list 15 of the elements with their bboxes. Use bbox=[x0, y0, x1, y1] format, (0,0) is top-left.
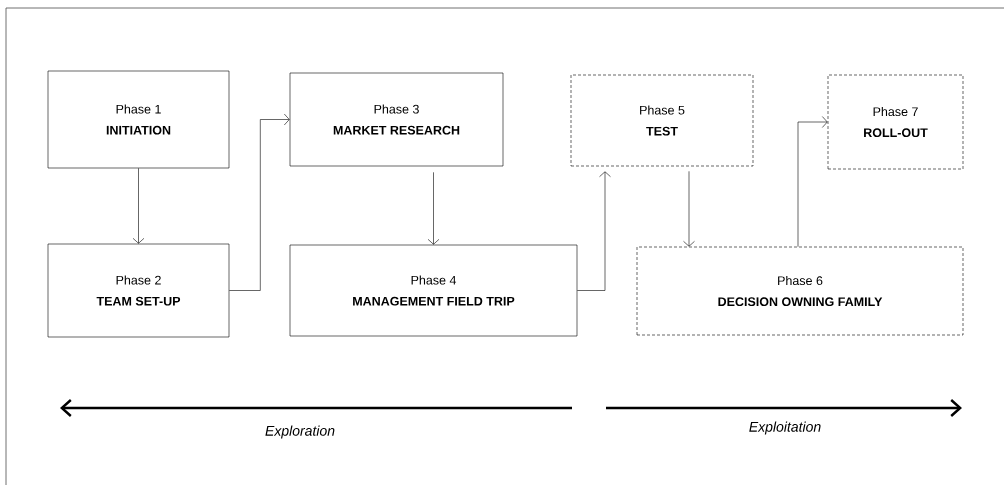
arrow bbox=[229, 113, 290, 291]
phase-label: Exploitation bbox=[749, 421, 821, 435]
phase-box: Phase 7 ROLL-OUT bbox=[827, 74, 964, 170]
arrow bbox=[797, 116, 828, 247]
phase-box: Phase 6 DECISION OWNING FAMILY bbox=[636, 246, 964, 336]
arrow bbox=[577, 171, 611, 291]
phase-box: Phase 2 TEAM SET-UP bbox=[47, 243, 230, 338]
phase-box: Phase 3 MARKET RESEARCH bbox=[289, 72, 504, 167]
phase-box: Phase 5 TEST bbox=[570, 74, 754, 167]
phase-box: Phase 4 MANAGEMENT FIELD TRIP bbox=[289, 244, 578, 337]
arrow bbox=[132, 168, 145, 244]
phase-label: Exploration bbox=[265, 425, 335, 439]
arrow bbox=[427, 172, 440, 245]
arrow bbox=[683, 171, 695, 247]
phase-box: Phase 1 INITIATION bbox=[47, 70, 230, 169]
